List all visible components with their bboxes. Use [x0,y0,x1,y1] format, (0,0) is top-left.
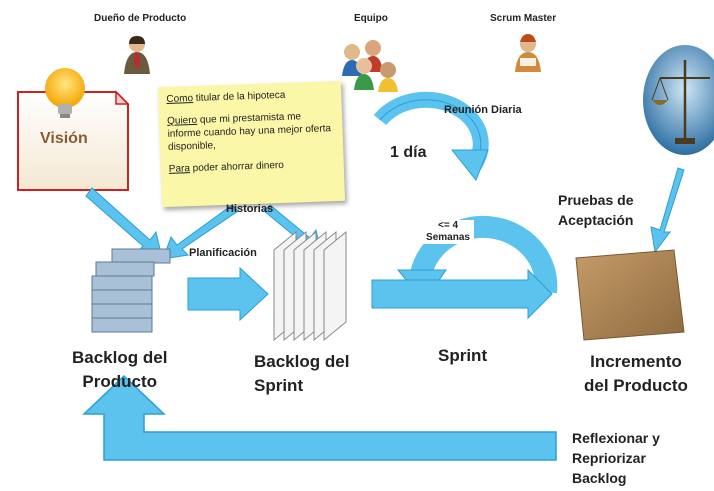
product-increment-line2: del Producto [584,376,688,395]
feedback-line2: Repriorizar [572,450,646,466]
acceptance-tests-line2: Aceptación [558,212,634,228]
product-owner-label: Dueño de Producto [94,13,187,24]
vision-card [17,90,130,191]
weeks-label: <= 4 Semanas [422,220,474,244]
vision-label: Visión [40,130,88,147]
arrow-planning [187,266,269,322]
one-day-label: 1 día [384,142,433,164]
sprint-label: Sprint [438,346,488,365]
acceptance-tests-line1: Pruebas de [558,192,634,208]
product-backlog-label: Backlog del Producto [72,346,167,394]
acceptance-tests-label: Pruebas de Aceptación [558,190,633,230]
arrow-vision-to-backlog [85,187,163,259]
story-as-keyword: Como [166,93,194,105]
lightbulb-icon [45,68,85,118]
daily-cycle-loop [373,91,489,181]
team-icon [342,40,398,92]
planificacion-label: Planificación [189,247,257,259]
product-backlog-line1: Backlog del [72,348,168,367]
user-story-note: Como titular de la hipoteca Quiero que m… [157,80,346,208]
scrum-master-icon [515,34,541,72]
product-backlog-line2: Producto [82,372,158,391]
arrow-story-to-backlog [162,204,239,260]
story-as-text: titular de la hipoteca [192,89,286,105]
product-increment-box-icon [575,249,685,341]
sprint-backlog-line1: Backlog del [254,352,350,371]
weeks-label-top: <= 4 [437,220,459,231]
scrum-master-label: Scrum Master [490,13,557,24]
arrow-feedback-loop [82,374,557,461]
sprint-backlog-sheets-icon [273,230,347,342]
story-want-keyword: Quiero [166,114,198,127]
product-increment-line1: Incremento [590,352,682,371]
arrow-scales-to-increment [650,167,685,254]
story-so-keyword: Para [168,163,191,175]
product-increment-label: Incremento del Producto [584,350,688,398]
historias-label: Historias [226,203,274,215]
team-label: Equipo [354,13,388,24]
sprint-backlog-line2: Sprint [254,376,304,395]
product-owner-icon [124,36,150,74]
feedback-line1: Reflexionar y [572,430,660,446]
weeks-label-bottom: Semanas [426,232,470,243]
arrow-sprint-to-increment [371,268,553,320]
story-so-text: poder ahorrar dinero [189,159,285,175]
scales-of-justice-icon [643,45,714,155]
reunion-diaria-label: Reunión Diaria [444,104,522,116]
product-backlog-stack-icon [91,248,171,333]
feedback-line3: Backlog [572,470,627,486]
sprint-backlog-label: Backlog del Sprint [254,350,349,398]
feedback-label: Reflexionar y Repriorizar Backlog [572,428,660,488]
